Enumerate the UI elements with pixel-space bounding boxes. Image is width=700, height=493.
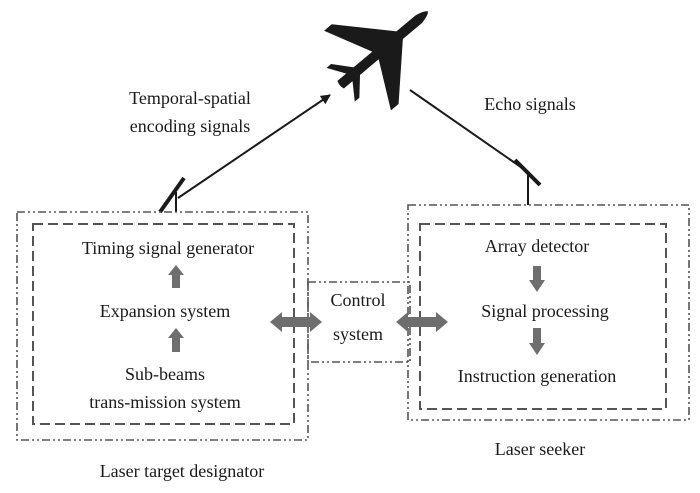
- temporal-label-line1: Temporal-spatial: [129, 88, 251, 108]
- arrow-signal-to-instruction: [529, 328, 545, 355]
- expansion-label: Expansion system: [100, 301, 231, 321]
- control-label-line2: system: [333, 324, 383, 344]
- control-label-line1: Control: [330, 290, 385, 310]
- subbeams-label-line2: trans-mission system: [89, 392, 241, 412]
- arrow-subbeams-to-expansion: [168, 328, 184, 352]
- signal-label: Signal processing: [481, 301, 609, 321]
- arrow-expansion-to-timing: [168, 265, 184, 288]
- array-label: Array detector: [485, 236, 589, 256]
- emitter-mirror: [158, 176, 186, 214]
- encoding-signal-line: [177, 94, 331, 199]
- arrow-control-seeker: [396, 312, 448, 332]
- subbeams-label-line1: Sub-beams: [125, 364, 205, 384]
- echo-signal-line: [409, 89, 529, 173]
- arrow-designator-control: [270, 312, 322, 332]
- seeker-inner-box: [419, 223, 667, 410]
- arrow-array-to-signal: [529, 266, 545, 292]
- seeker-caption: Laser seeker: [495, 439, 585, 459]
- airplane-icon: [324, 11, 428, 111]
- timing-label: Timing signal generator: [82, 238, 254, 258]
- instruction-label: Instruction generation: [458, 366, 616, 386]
- echo-label: Echo signals: [484, 94, 576, 114]
- temporal-label-line2: encoding signals: [130, 116, 250, 136]
- designator-caption: Laser target designator: [100, 461, 265, 481]
